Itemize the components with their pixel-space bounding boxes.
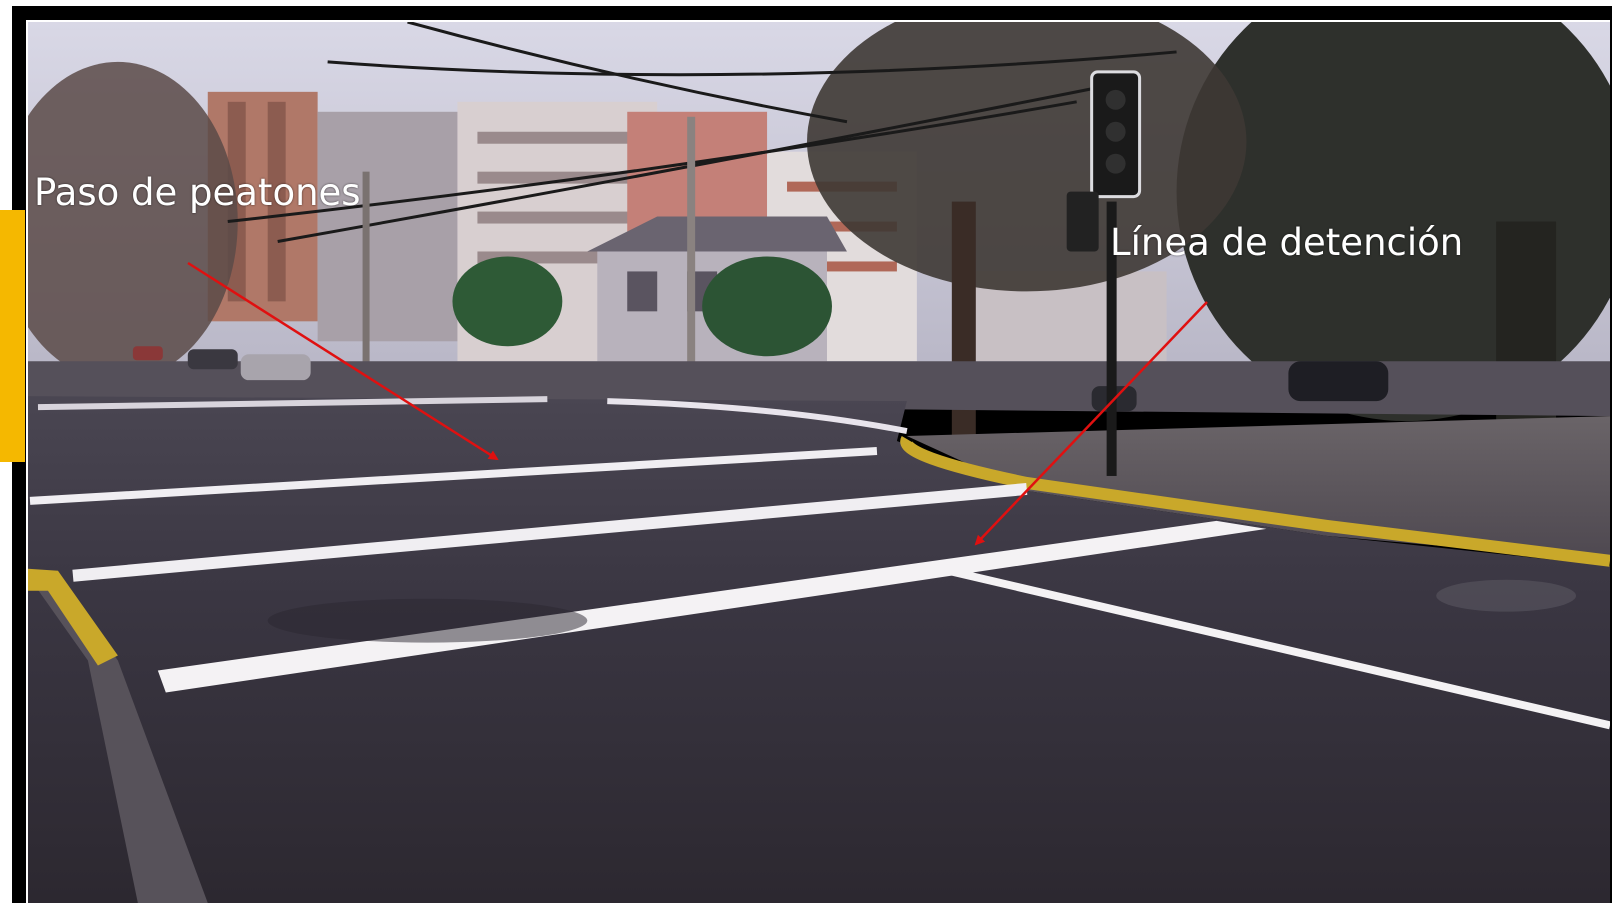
far-lane-marking <box>607 398 908 435</box>
utility-pole <box>687 116 696 387</box>
lane-edge-line <box>925 561 1610 730</box>
stop-line <box>157 520 1267 693</box>
trees <box>28 22 1610 437</box>
left-curb-yellow <box>28 568 118 666</box>
street-scene <box>28 22 1610 903</box>
crosswalk-line-2 <box>72 482 1028 582</box>
power-lines <box>227 22 1177 243</box>
asphalt-patch <box>1436 579 1577 612</box>
crosswalk-label: Paso de peatones <box>34 171 361 214</box>
street-photo <box>26 20 1610 903</box>
utility-pole <box>362 171 370 382</box>
asphalt-shadow <box>267 598 588 643</box>
stop-line-label: Línea de detención <box>1110 221 1464 264</box>
accent-bar <box>0 210 25 462</box>
left-curb <box>28 575 208 903</box>
crosswalk-line-1 <box>29 447 878 505</box>
